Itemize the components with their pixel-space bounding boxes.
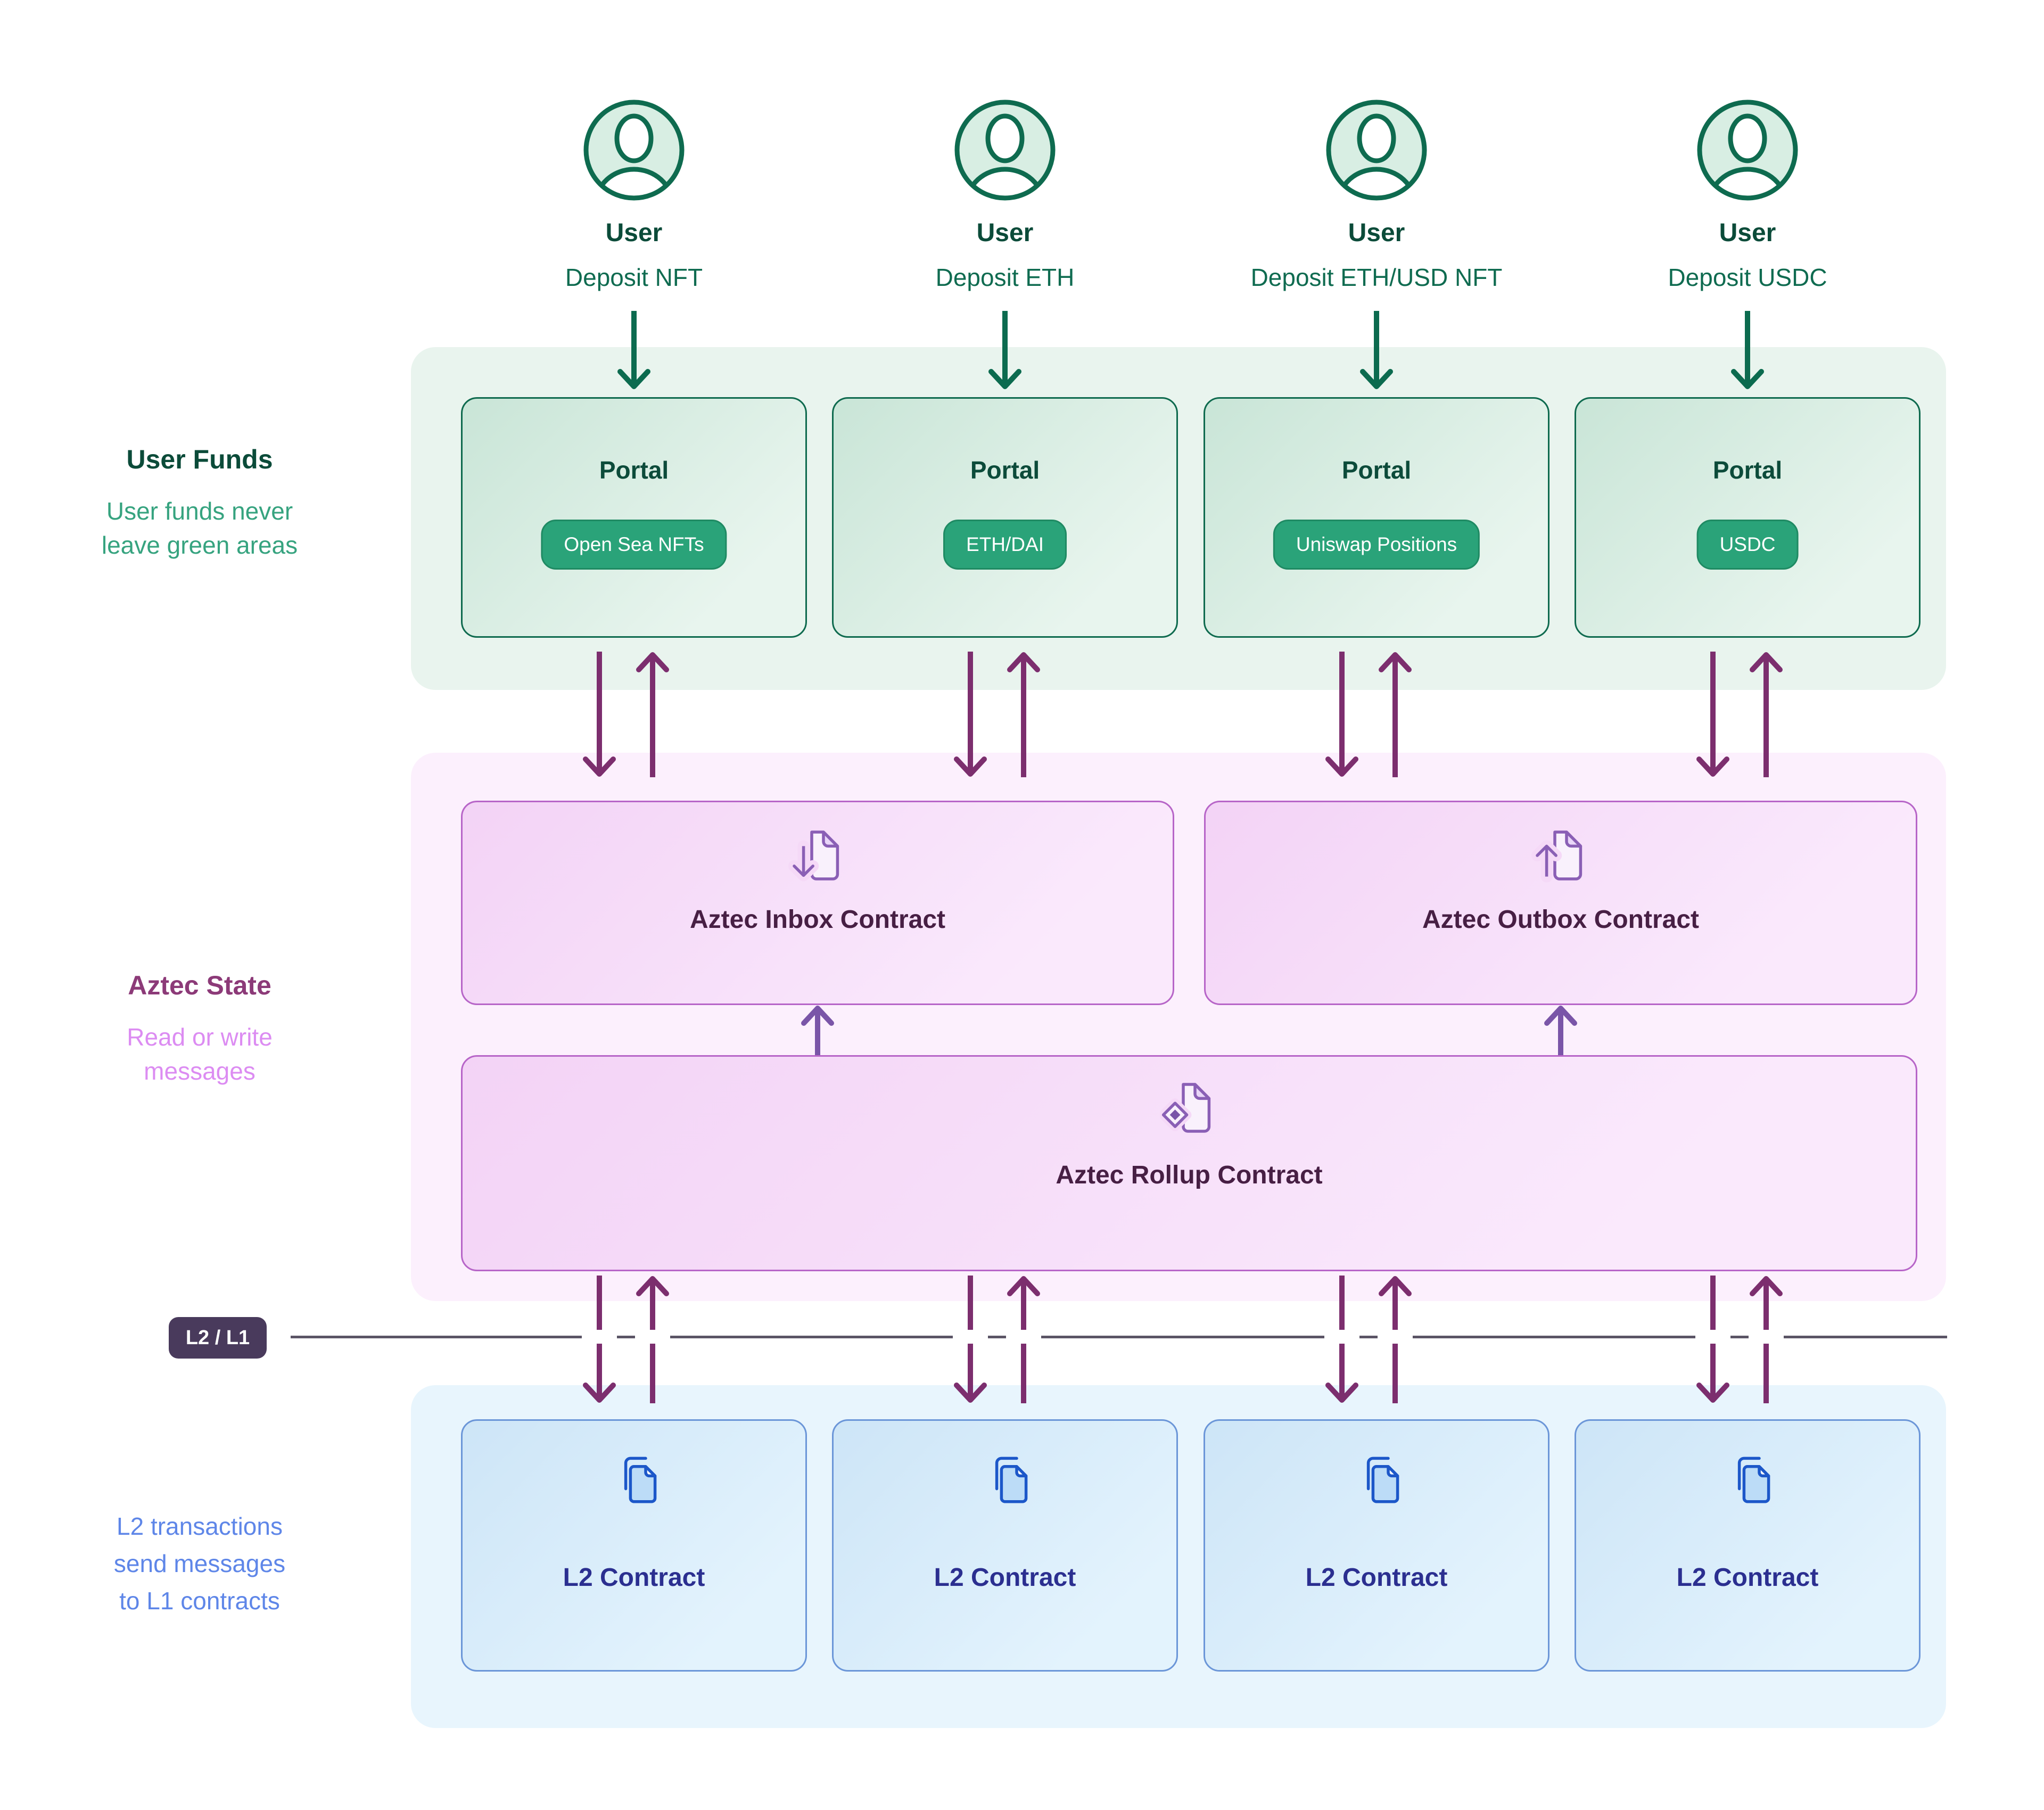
l2-note-line1: L2 transactions	[117, 1512, 283, 1540]
arrow-down-icon	[1360, 311, 1393, 389]
deposit-label: Deposit ETH/USD NFT	[1250, 264, 1503, 291]
user-avatar-icon	[1697, 100, 1798, 201]
l2-contract-title: L2 Contract	[1305, 1564, 1448, 1592]
user-avatar-icon	[954, 100, 1056, 201]
divider-gap	[1324, 1330, 1359, 1344]
divider-gap	[1749, 1330, 1784, 1344]
divider-gap	[582, 1330, 617, 1344]
arrow-up-icon	[1544, 1006, 1577, 1055]
portal-title: Portal	[599, 456, 669, 484]
l2-l1-badge-label: L2 / L1	[185, 1326, 250, 1349]
user-funds-note-line2: leave green areas	[101, 531, 298, 559]
arrow-up-icon	[636, 652, 669, 777]
l2-note-line2: send messages	[113, 1550, 286, 1577]
l2-contract-title: L2 Contract	[1676, 1564, 1819, 1592]
l2-contract-box	[1575, 1419, 1921, 1672]
arrow-down-icon	[1731, 311, 1764, 389]
portal-title: Portal	[970, 456, 1040, 484]
user-funds-note-line1: User funds never	[106, 497, 293, 525]
arrow-up-icon	[1379, 652, 1412, 777]
divider-gap	[1006, 1330, 1041, 1344]
user-avatar-icon	[583, 100, 685, 201]
user-funds-heading: User Funds	[126, 445, 273, 474]
l2-contract-box	[832, 1419, 1178, 1672]
file-download-icon	[788, 830, 839, 882]
user-funds-note: User funds never leave green areas	[56, 494, 343, 562]
inbox-contract-title: Aztec Inbox Contract	[689, 906, 946, 934]
user-label: User	[1719, 219, 1776, 247]
l2-note-line3: to L1 contracts	[119, 1587, 280, 1615]
copy-document-icon	[624, 1457, 657, 1503]
portal-box	[832, 397, 1178, 638]
arrow-down-icon	[583, 652, 616, 777]
l2-contract-box	[461, 1419, 807, 1672]
copy-document-icon	[1737, 1457, 1770, 1503]
portal-asset-badge: Uniswap Positions	[1273, 520, 1480, 570]
aztec-state-note: Read or write messages	[56, 1020, 343, 1088]
portal-asset-badge: Open Sea NFTs	[541, 520, 727, 570]
user-label: User	[1348, 219, 1405, 247]
arrow-up-icon	[1750, 652, 1783, 777]
divider-gap	[1695, 1330, 1730, 1344]
portal-title: Portal	[1341, 456, 1412, 484]
l2-contract-box	[1204, 1419, 1550, 1672]
portal-asset-badge: ETH/DAI	[943, 520, 1067, 570]
user-label: User	[976, 219, 1034, 247]
deposit-label: Deposit ETH	[935, 264, 1075, 291]
l2-contract-title: L2 Contract	[934, 1564, 1076, 1592]
portal-box	[1204, 397, 1550, 638]
arrow-up-icon	[1007, 652, 1040, 777]
l2-l1-divider-line	[291, 1336, 1947, 1338]
rollup-contract-title: Aztec Rollup Contract	[1056, 1161, 1323, 1189]
user-avatar-icon	[1326, 100, 1427, 201]
user-label: User	[605, 219, 663, 247]
deposit-label: Deposit USDC	[1668, 264, 1827, 291]
portal-title: Portal	[1712, 456, 1783, 484]
l2-note: L2 transactions send messages to L1 cont…	[56, 1508, 343, 1619]
l2-contract-title: L2 Contract	[563, 1564, 705, 1592]
outbox-contract-title: Aztec Outbox Contract	[1422, 906, 1700, 934]
arrow-down-icon	[954, 652, 987, 777]
arrow-down-icon	[1325, 652, 1358, 777]
copy-document-icon	[1366, 1457, 1399, 1503]
aztec-state-note-line2: messages	[144, 1057, 256, 1085]
rollup-document-icon	[1160, 1083, 1211, 1133]
copy-document-icon	[995, 1457, 1028, 1503]
arrow-down-icon	[1696, 652, 1729, 777]
arrow-up-icon	[801, 1006, 834, 1055]
divider-gap	[953, 1330, 988, 1344]
aztec-state-heading: Aztec State	[128, 970, 271, 1000]
portal-box	[461, 397, 807, 638]
divider-gap	[635, 1330, 670, 1344]
divider-gap	[1378, 1330, 1413, 1344]
file-upload-icon	[1531, 830, 1583, 883]
arrow-down-icon	[617, 311, 650, 389]
aztec-state-note-line1: Read or write	[127, 1023, 273, 1051]
deposit-label: Deposit NFT	[565, 264, 703, 291]
arrow-down-icon	[988, 311, 1021, 389]
portal-box	[1575, 397, 1921, 638]
l2-l1-badge: L2 / L1	[169, 1317, 267, 1359]
portal-asset-badge: USDC	[1696, 520, 1799, 570]
